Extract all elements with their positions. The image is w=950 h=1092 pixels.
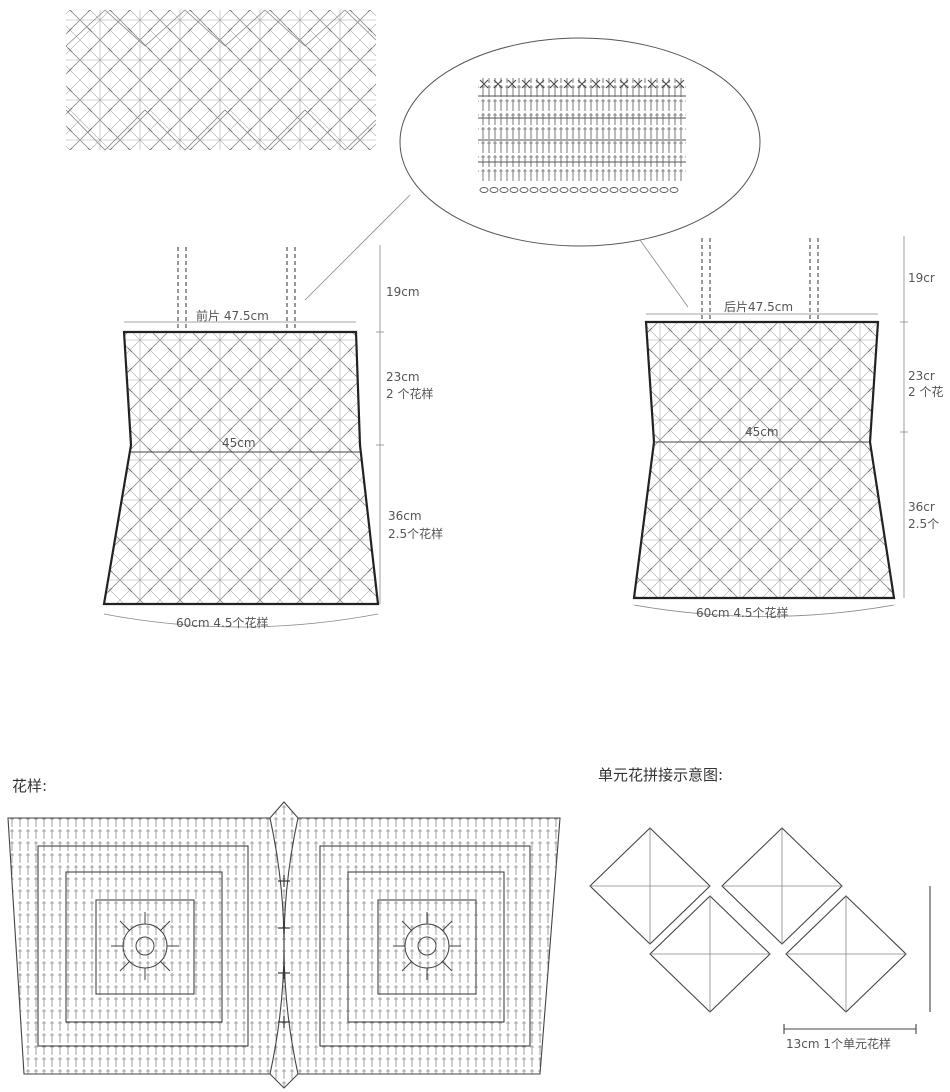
back-height-mid-count: 2 个花 [908, 384, 943, 399]
front-height-mid: 23cm [386, 370, 420, 384]
front-height-low-count: 2.5个花样 [388, 526, 443, 541]
back-width-label: 后片47.5cm [724, 300, 793, 314]
front-panel [102, 245, 384, 628]
joining-title: 单元花拼接示意图: [598, 766, 723, 784]
front-waist-label: 45cm [222, 436, 256, 450]
back-height-mid: 23cr [908, 369, 935, 383]
back-waist-label: 45cm [745, 425, 779, 439]
front-height-mid-count: 2 个花样 [386, 386, 433, 401]
joining-diagram [589, 827, 931, 1034]
pattern-chart [7, 801, 561, 1089]
front-bottom-label: 60cm 4.5个花样 [176, 615, 268, 630]
back-height-top: 19cr [908, 271, 935, 285]
back-bottom-label: 60cm 4.5个花样 [696, 605, 788, 620]
back-panel [632, 236, 908, 617]
back-height-low-count: 2.5个 [908, 517, 939, 531]
stitch-detail-ellipse [304, 37, 761, 308]
front-height-top: 19cm [386, 285, 420, 299]
back-height-low: 36cr [908, 500, 935, 514]
motif-strip-preview [65, 9, 377, 151]
front-width-label: 前片 47.5cm [196, 308, 269, 323]
pattern-title: 花样: [12, 777, 47, 795]
front-height-low: 36cm [388, 509, 422, 523]
joining-unit-label: 13cm 1个单元花样 [786, 1036, 891, 1051]
